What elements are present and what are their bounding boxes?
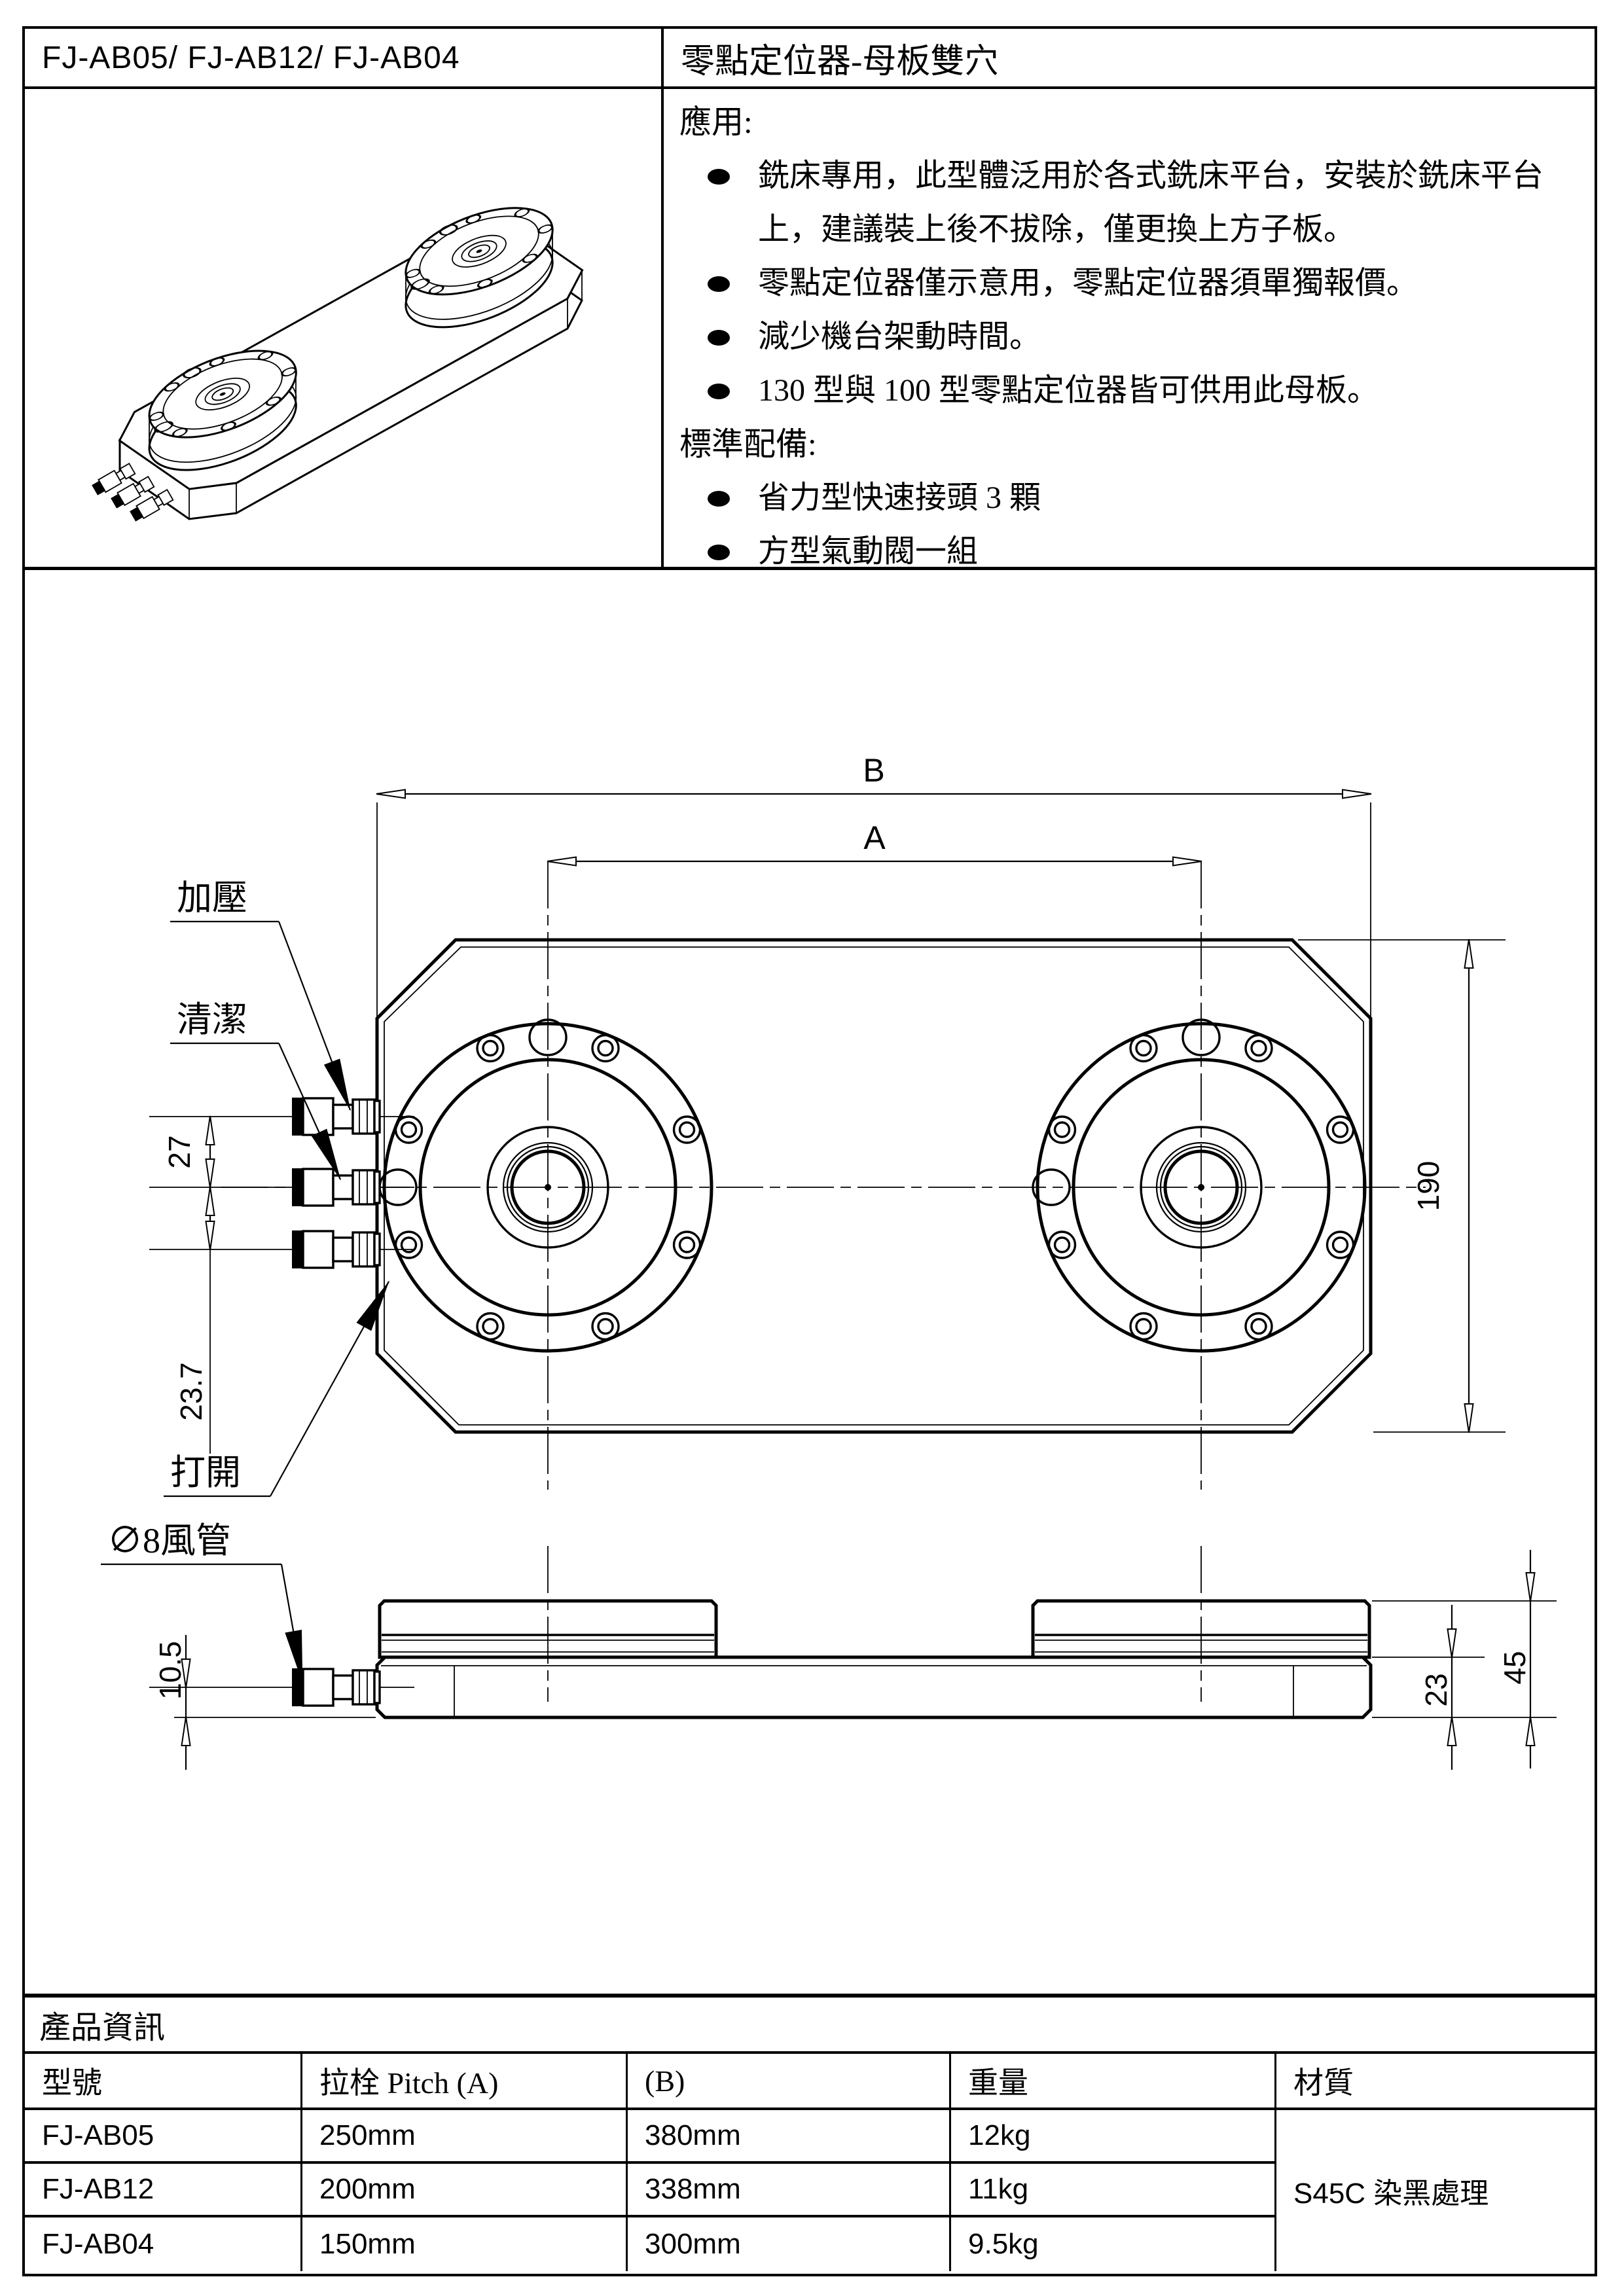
cell-weight: 11kg [951, 2164, 1276, 2217]
svg-text:加壓: 加壓 [177, 878, 247, 918]
product-title: 零點定位器-母板雙穴 [664, 29, 1595, 89]
dim-23: 23 [1372, 1605, 1557, 1770]
cell-b: 300mm [628, 2217, 951, 2271]
isometric-drawing [92, 89, 661, 522]
bullet-icon [679, 310, 758, 346]
bullet-icon [679, 525, 758, 560]
iso-couplers [92, 462, 173, 522]
cell-pitch: 250mm [302, 2110, 628, 2164]
dim-45: 45 [1372, 1550, 1557, 1768]
svg-text:27: 27 [162, 1135, 196, 1168]
col-b: (B) [628, 2054, 951, 2110]
cell-pitch: 200mm [302, 2164, 628, 2217]
plate-outline [375, 938, 1373, 1434]
cell-b: 380mm [628, 2110, 951, 2164]
label-clean: 清潔 [170, 1000, 342, 1181]
cell-weight: 9.5kg [951, 2217, 1276, 2271]
standard-heading: 標準配備: [679, 426, 817, 462]
coupler-clean [148, 1168, 416, 1207]
side-view [148, 1546, 1373, 1719]
list-item: 省力型快速接頭 3 顆 [679, 471, 1575, 525]
product-info-title: 產品資訊 [25, 1994, 1595, 2054]
technical-drawing: B A 190 27 [25, 573, 1595, 1994]
svg-text:B: B [863, 752, 884, 789]
product-table: 型號 拉栓 Pitch (A) (B) 重量 材質 S45C 染黑處理 FJ-A… [25, 2054, 1595, 2274]
dimension-drawing: B A 190 27 [101, 752, 1557, 1770]
iso-positioner-left [121, 334, 321, 487]
model-numbers: FJ-AB05/ FJ-AB12/ FJ-AB04 [25, 29, 664, 89]
label-open: 打開 [164, 1280, 389, 1498]
svg-text:10.5: 10.5 [153, 1641, 187, 1700]
list-item: 減少機台架動時間。 [679, 310, 1575, 364]
coupler-side [148, 1668, 416, 1707]
iso-positioner-right [378, 191, 578, 344]
dim-B: B [376, 752, 1372, 1025]
top-view [148, 861, 1426, 1490]
svg-text:清潔: 清潔 [177, 1000, 247, 1039]
bullet-icon [679, 149, 758, 185]
application-notes: 應用: 銑床專用，此型體泛用於各式銑床平台，安裝於銑床平台上，建議裝上後不拔除，… [664, 89, 1595, 570]
cell-b: 338mm [628, 2164, 951, 2217]
svg-text:190: 190 [1411, 1161, 1445, 1211]
col-weight: 重量 [951, 2054, 1276, 2110]
col-model: 型號 [25, 2054, 302, 2110]
svg-text:45: 45 [1498, 1651, 1532, 1684]
label-air-tube: ∅8風管 [101, 1521, 304, 1683]
bullet-icon [679, 257, 758, 292]
sheet-frame: FJ-AB05/ FJ-AB12/ FJ-AB04 零點定位器-母板雙穴 [22, 26, 1597, 2276]
label-pressurize: 加壓 [170, 878, 352, 1111]
list-item: 銑床專用，此型體泛用於各式銑床平台，安裝於銑床平台上，建議裝上後不拔除，僅更換上… [679, 149, 1575, 257]
standard-list: 省力型快速接頭 3 顆 方型氣動閥一組 [679, 471, 1575, 567]
col-pitch: 拉栓 Pitch (A) [302, 2054, 628, 2110]
list-item: 130 型與 100 型零點定位器皆可供用此母板。 [679, 364, 1575, 418]
bullet-icon [679, 471, 758, 507]
cell-pitch: 150mm [302, 2217, 628, 2271]
material-cell: S45C 染黑處理 [1293, 2178, 1489, 2210]
cell-model: FJ-AB04 [25, 2217, 302, 2271]
svg-text:23: 23 [1419, 1673, 1453, 1706]
list-item: 方型氣動閥一組 [679, 525, 1575, 567]
list-item: 零點定位器僅示意用，零點定位器須單獨報價。 [679, 257, 1575, 310]
isometric-view [25, 89, 664, 570]
dim-10-5: 10.5 [153, 1635, 376, 1770]
dim-190: 190 [1298, 939, 1506, 1433]
dim-23-7: 23.7 [174, 1186, 215, 1454]
cell-model: FJ-AB12 [25, 2164, 302, 2217]
col-material: 材質 [1276, 2054, 1595, 2110]
coupler-pressurize [148, 1097, 416, 1136]
bullet-icon [679, 364, 758, 399]
dim-27: 27 [162, 1115, 215, 1189]
application-heading: 應用: [679, 104, 753, 140]
svg-text:打開: 打開 [170, 1453, 241, 1492]
dim-A: A [547, 819, 1202, 867]
svg-text:23.7: 23.7 [174, 1362, 208, 1421]
coupler-open [148, 1230, 416, 1269]
application-list: 銑床專用，此型體泛用於各式銑床平台，安裝於銑床平台上，建議裝上後不拔除，僅更換上… [679, 149, 1575, 418]
cell-weight: 12kg [951, 2110, 1276, 2164]
svg-text:A: A [863, 819, 886, 856]
svg-text:∅8風管: ∅8風管 [107, 1521, 231, 1560]
cell-model: FJ-AB05 [25, 2110, 302, 2164]
